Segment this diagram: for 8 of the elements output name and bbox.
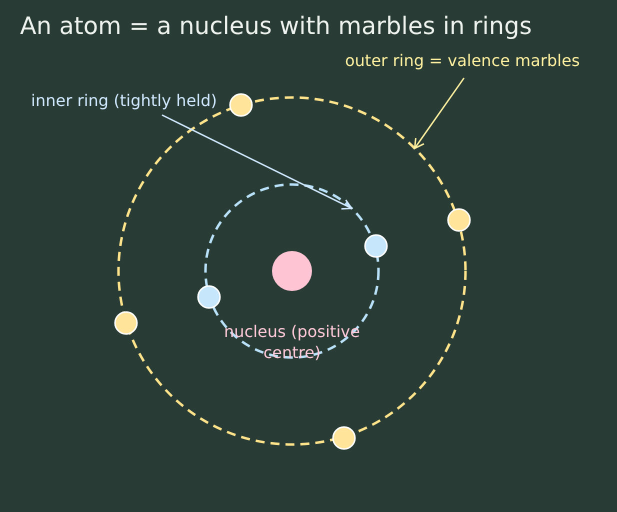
leader-arrow xyxy=(414,78,465,150)
nucleus xyxy=(272,251,312,291)
inner-ring xyxy=(204,183,380,359)
nucleus-label: nucleus (positive centre) xyxy=(223,321,361,363)
ring-label: inner ring (tightly held) xyxy=(31,91,217,111)
ring-label: outer ring = valence marbles xyxy=(345,51,580,71)
title: An atom = a nucleus with marbles in rings xyxy=(20,11,532,42)
leader-arrow xyxy=(162,114,352,210)
